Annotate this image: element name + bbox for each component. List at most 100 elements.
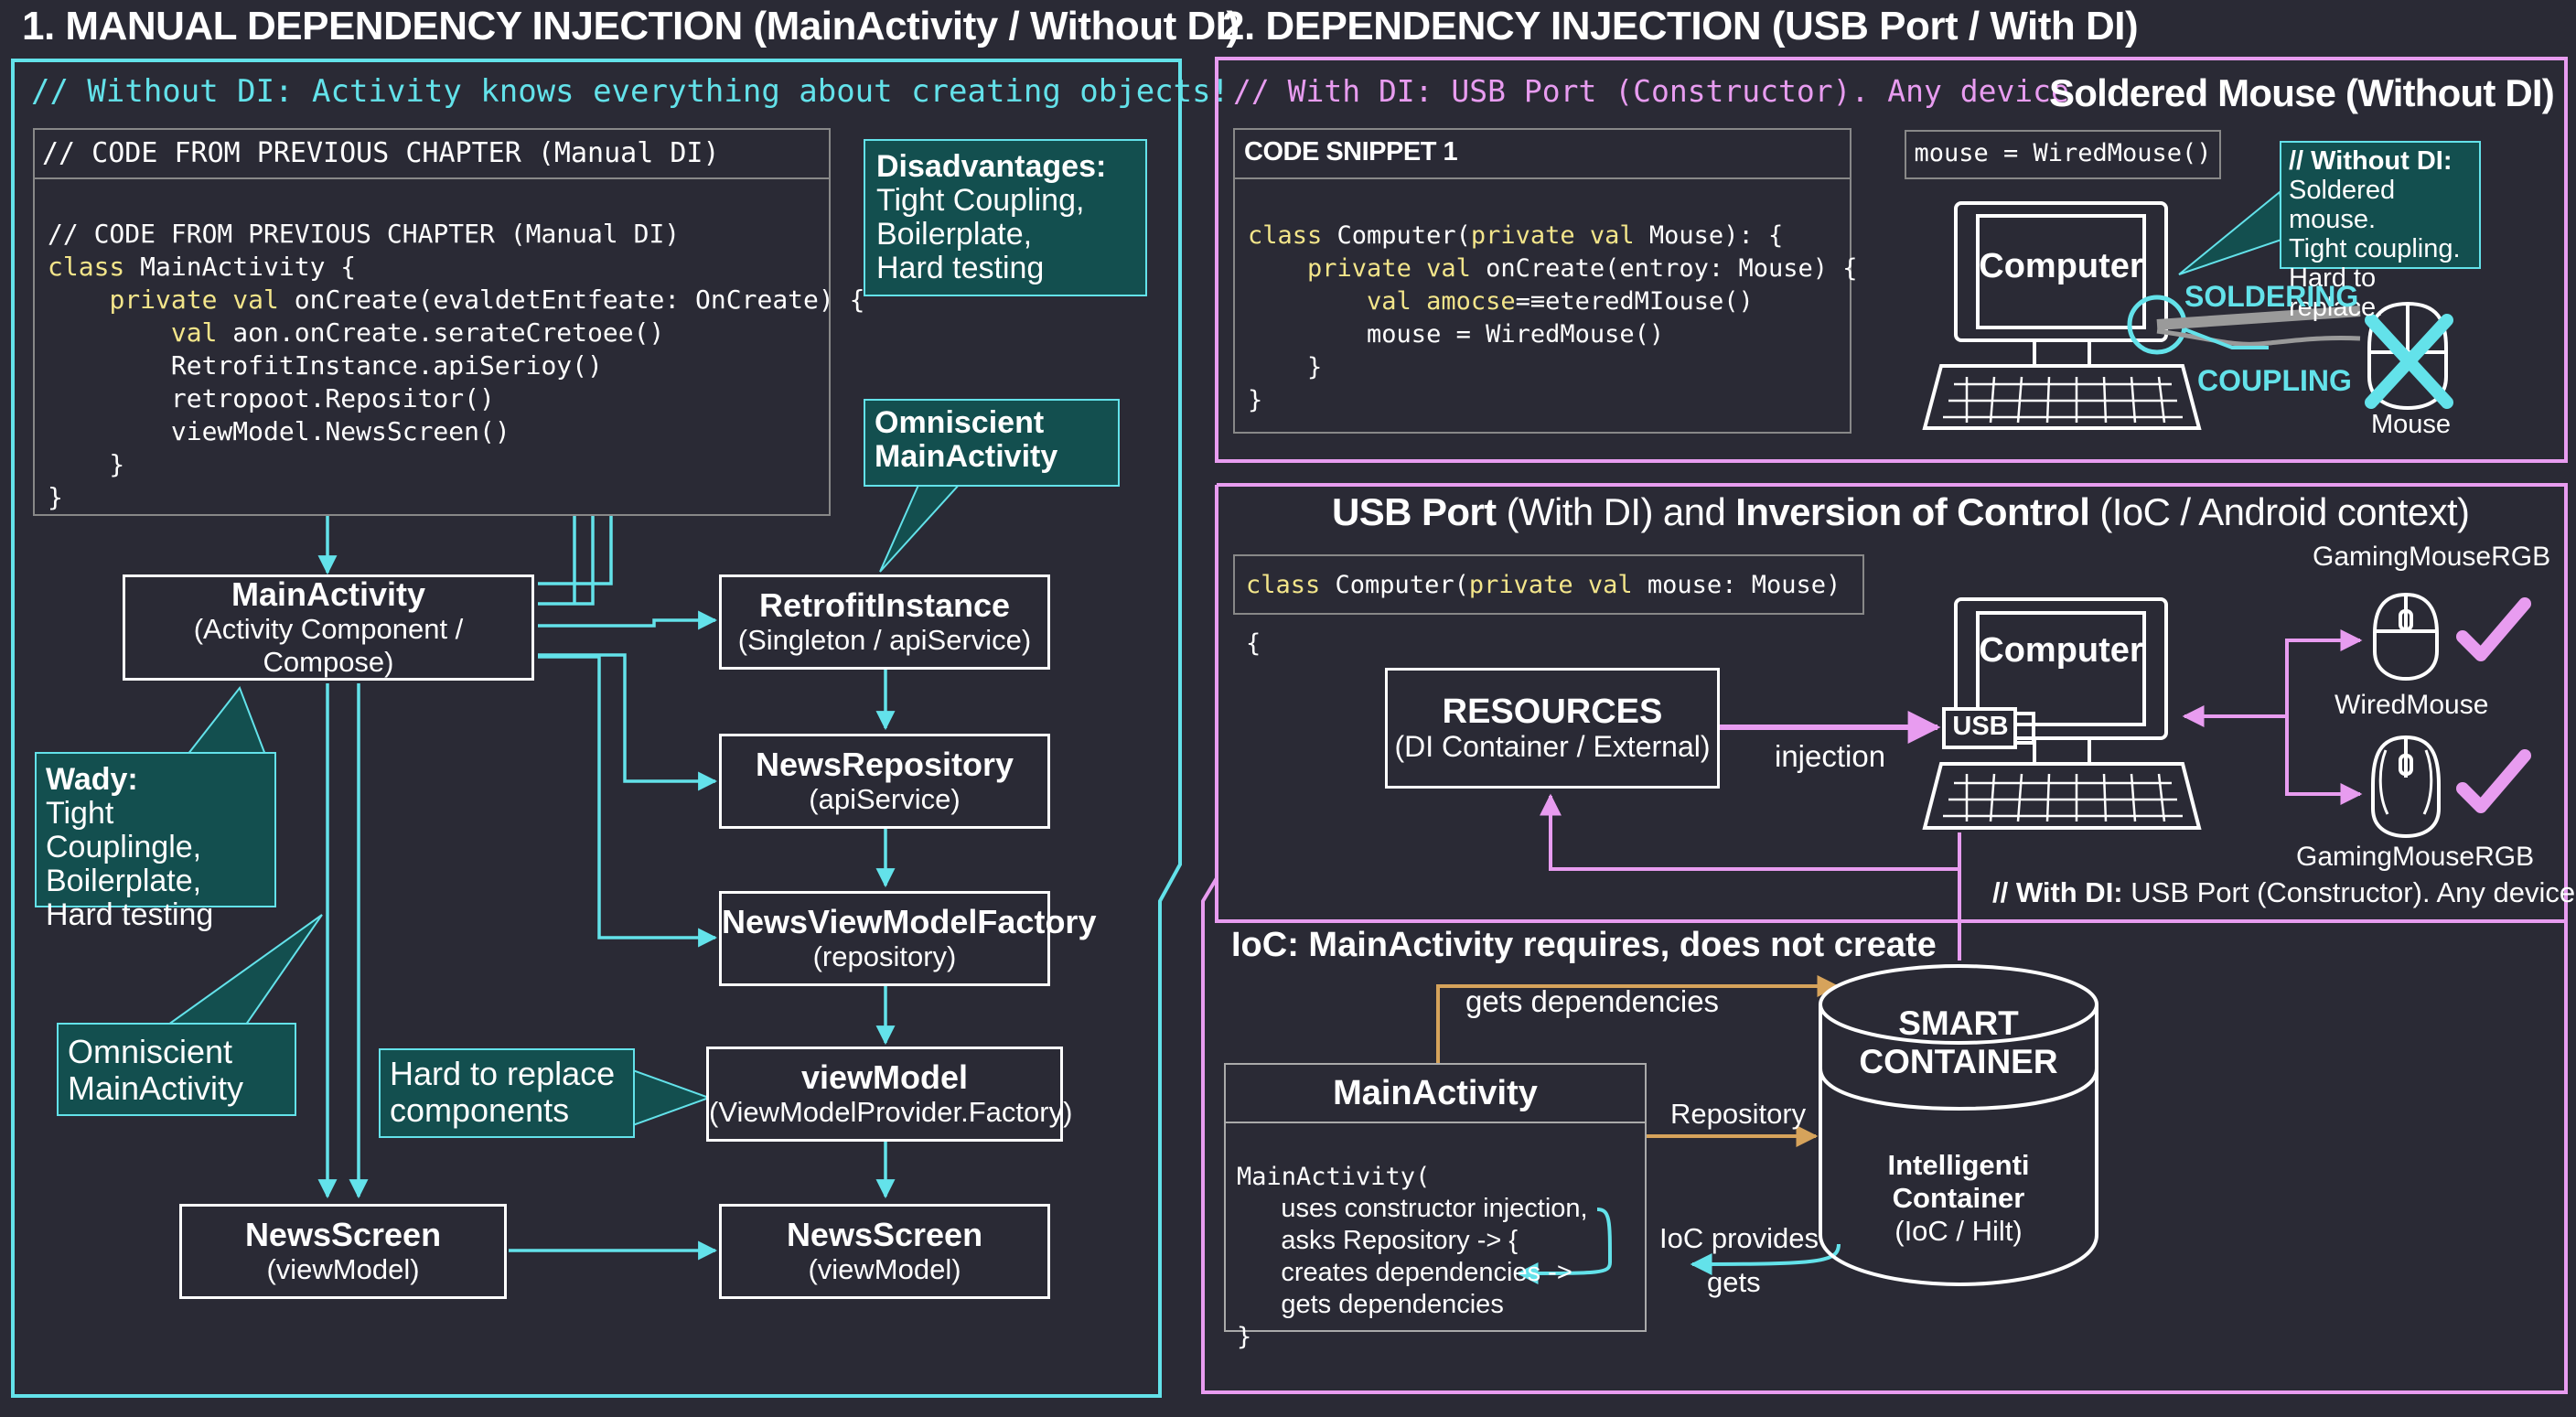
repository-label: Repository — [1670, 1098, 1807, 1130]
node-subtitle: (viewModel) — [808, 1253, 961, 1285]
note-line: Tight Coupling, — [876, 183, 1085, 218]
code-line: // CODE FROM PREVIOUS CHAPTER (Manual DI… — [48, 219, 681, 249]
note-line: Hard testing — [46, 897, 214, 932]
node-title: NewsScreen — [244, 1216, 442, 1253]
container-title-line: CONTAINER — [1859, 1043, 2058, 1080]
container-title-line: SMART — [1898, 1004, 2019, 1042]
container-title: SMART CONTAINER — [1820, 1004, 2097, 1081]
code-line: class Computer(private val Mouse): { — [1248, 221, 1784, 250]
left-code-panel: // CODE FROM PREVIOUS CHAPTER (Manual DI… — [33, 128, 864, 516]
code-line: } — [1248, 353, 1323, 381]
footer-text: USB Port (Constructor). Any device. — [2122, 876, 2576, 908]
node-subtitle: (apiService) — [809, 783, 961, 815]
node-subtitle: (repository) — [812, 940, 957, 972]
check-icon-top — [2456, 597, 2531, 661]
ioc-provides-label: IoC provides — [1659, 1222, 1819, 1254]
code-line: asks Repository -> { — [1237, 1226, 1519, 1255]
coupling-label: COUPLING — [2197, 364, 2352, 397]
node-news-screen-left: NewsScreen (viewModel) — [179, 1204, 507, 1299]
node-title: RetrofitInstance — [758, 586, 1011, 624]
ioc-main-title: MainActivity — [1226, 1065, 1645, 1123]
left-comment: // Without DI: Activity knows everything… — [31, 73, 1230, 110]
code-line: class MainActivity { — [48, 252, 357, 282]
code-line: } — [48, 482, 63, 512]
soldered-code: mouse = WiredMouse() — [1905, 130, 2221, 179]
note-title: // Without DI: — [2289, 146, 2453, 176]
note-hard-replace: Hard to replace components — [379, 1048, 635, 1138]
node-subtitle: (viewModel) — [266, 1253, 420, 1285]
code-line: } — [1248, 386, 1263, 414]
node-subtitle: (Activity Component / Compose) — [193, 613, 464, 678]
code-line: MainActivity( — [1237, 1163, 1431, 1191]
note-line: MainActivity — [875, 439, 1058, 474]
mouse-icon-gaming-top — [2373, 592, 2439, 682]
usb-port-label: USB — [1952, 712, 2009, 741]
usb-footer: // With DI: USB Port (Constructor). Any … — [1992, 876, 2576, 909]
usb-code: class Computer(private val mouse: Mouse)… — [1233, 554, 1864, 658]
code-line: creates dependencies -> — [1237, 1258, 1572, 1287]
note-omniscient-top: Omniscient MainActivity — [864, 399, 1120, 487]
code-line: RetrofitInstance.apiSerioy() — [48, 350, 603, 381]
code-header: // CODE FROM PREVIOUS CHAPTER (Manual DI… — [42, 137, 720, 169]
container-subtitle: Intelligenti Container (IoC / Hilt) — [1820, 1149, 2097, 1248]
gets-label: gets — [1707, 1266, 1761, 1298]
mouse-label: Mouse — [2371, 410, 2452, 439]
injection-label: injection — [1775, 739, 1886, 773]
note-title: Wady: — [46, 762, 138, 797]
node-news-repository: NewsRepository (apiService) — [719, 734, 1050, 829]
note-wady: Wady: Tight Couplingle, Boilerplate, Har… — [35, 752, 276, 932]
code-line: retropoot.Repositor() — [48, 383, 495, 413]
usb-computer-label: Computer — [1979, 631, 2143, 670]
title-text: (With DI) and — [1496, 490, 1736, 533]
node-title: RESOURCES — [1442, 692, 1663, 731]
snippet-code: class Computer(private val Mouse): { pri… — [1248, 187, 1857, 483]
node-title: viewModel — [800, 1058, 969, 1096]
smart-container-cylinder — [1819, 964, 2098, 1287]
node-main-activity: MainActivity (Activity Component / Compo… — [123, 574, 534, 681]
node-title: NewsViewModelFactory — [722, 903, 1097, 940]
right-comment: // With DI: USB Port (Constructor). Any … — [1233, 73, 2088, 109]
node-viewmodel: viewModel (ViewModelProvider.Factory) — [706, 1047, 1073, 1142]
cross-icon — [2365, 314, 2453, 409]
node-subtitle: (DI Container / External) — [1394, 730, 1711, 763]
title-bold: USB Port — [1332, 490, 1497, 533]
usb-section-title: USB Port (With DI) and Inversion of Cont… — [1332, 490, 2470, 534]
code-line: } — [48, 449, 125, 479]
note-line: components — [390, 1091, 570, 1129]
code-line: } — [1237, 1323, 1252, 1351]
gets-dependencies-label: gets dependencies — [1465, 984, 1720, 1018]
note-line: Hard to replace. — [2289, 263, 2384, 322]
code-line: mouse = WiredMouse() — [1248, 320, 1665, 349]
note-line: Tight coupling. — [2289, 234, 2461, 263]
left-panel-frame — [11, 59, 1182, 1398]
node-title: NewsScreen — [786, 1216, 983, 1253]
node-subtitle: (ViewModelProvider.Factory) — [709, 1096, 1073, 1128]
mouse-label-gaming-bottom: GamingMouseRGB — [2296, 842, 2535, 872]
soldering-label: SOLDERING — [2184, 280, 2359, 313]
code-line: private val onCreate(evaldetEntfeate: On… — [109, 284, 865, 315]
mouse-label-wired: WiredMouse — [2334, 690, 2489, 720]
code-line: private val onCreate(entroy: Mouse) { — [1307, 254, 1858, 283]
node-news-viewmodel-factory: NewsViewModelFactory (repository) — [719, 891, 1097, 986]
code-line: viewModel.NewsScreen() — [48, 416, 510, 446]
note-line: MainActivity — [68, 1069, 244, 1107]
note-line: Boilerplate, — [46, 864, 202, 898]
mouse-icon-gaming-bottom — [2371, 735, 2441, 839]
note-line: Boilerplate, — [876, 217, 1033, 252]
code-line: val aon.onCreate.serateCretoee() — [170, 317, 665, 348]
note-omniscient-bottom: Omniscient MainActivity — [57, 1023, 296, 1116]
right-top-frame — [1215, 57, 2568, 463]
note-line: Omniscient — [68, 1033, 233, 1070]
note-without-di: // Without DI: Soldered mouse. Tight cou… — [2280, 141, 2481, 322]
code-line: uses constructor injection, — [1237, 1194, 1588, 1223]
node-retrofit-instance: RetrofitInstance (Singleton / apiService… — [719, 574, 1050, 670]
node-title: NewsRepository — [755, 746, 1014, 783]
snippet-header: CODE SNIPPET 1 — [1244, 137, 1458, 166]
note-line: Omniscient — [875, 405, 1045, 440]
soldered-computer-label: Computer — [1979, 247, 2143, 285]
check-icon-bottom — [2456, 749, 2531, 813]
ioc-main-activity-panel: MainActivity MainActivity( uses construc… — [1224, 1063, 1647, 1351]
note-line: Soldered mouse. — [2289, 176, 2396, 234]
code-block: // CODE FROM PREVIOUS CHAPTER (Manual DI… — [48, 185, 864, 580]
container-sub-line: (IoC / Hilt) — [1894, 1215, 2023, 1247]
